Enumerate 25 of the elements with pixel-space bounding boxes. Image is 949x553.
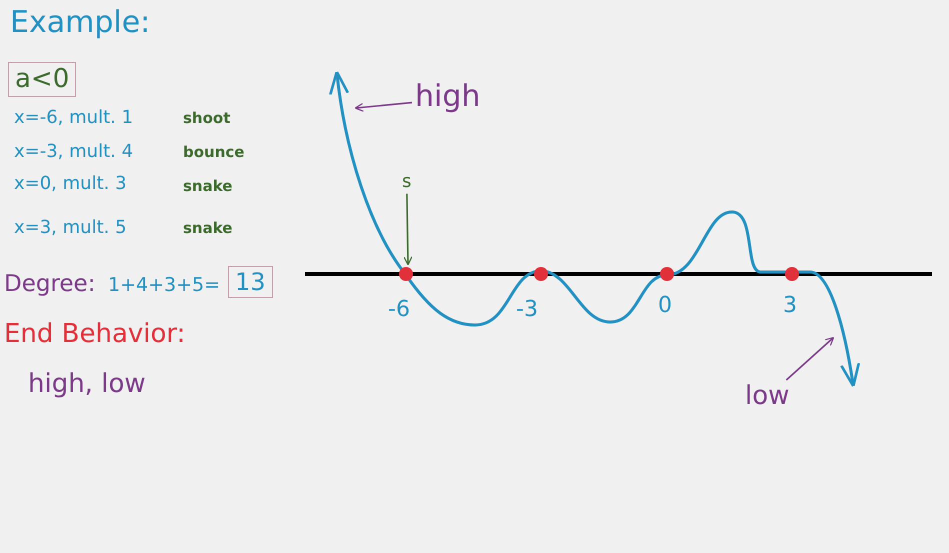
annotation-text: low bbox=[745, 382, 790, 411]
annotation-text: high bbox=[415, 80, 480, 113]
note-text: snake bbox=[183, 178, 232, 194]
equation-text: x=-6, mult. 1 bbox=[14, 108, 134, 128]
tick-label: -3 bbox=[516, 298, 538, 322]
answer-text: high, low bbox=[28, 370, 146, 399]
note-text: shoot bbox=[183, 110, 230, 126]
boxed-condition: a<0 bbox=[8, 62, 76, 97]
degree-heading: Degree: bbox=[4, 272, 96, 298]
equation-text: 1+4+3+5= bbox=[108, 275, 220, 296]
tick-label: 0 bbox=[658, 294, 672, 318]
tick-label: 3 bbox=[783, 294, 797, 318]
section-heading: End Behavior: bbox=[4, 320, 186, 349]
annotation-text: s bbox=[402, 172, 412, 192]
note-text: snake bbox=[183, 220, 232, 236]
equation-text: x=0, mult. 3 bbox=[14, 174, 127, 194]
boxed-answer: 13 bbox=[228, 266, 273, 298]
tick-label: -6 bbox=[388, 298, 410, 322]
leader-line bbox=[354, 102, 412, 112]
leader-line bbox=[403, 194, 412, 266]
equation-text: x=-3, mult. 4 bbox=[14, 142, 134, 162]
leader-line bbox=[786, 336, 834, 381]
heading: Example: bbox=[10, 6, 150, 39]
note-text: bounce bbox=[183, 144, 244, 160]
equation-text: x=3, mult. 5 bbox=[14, 218, 127, 238]
